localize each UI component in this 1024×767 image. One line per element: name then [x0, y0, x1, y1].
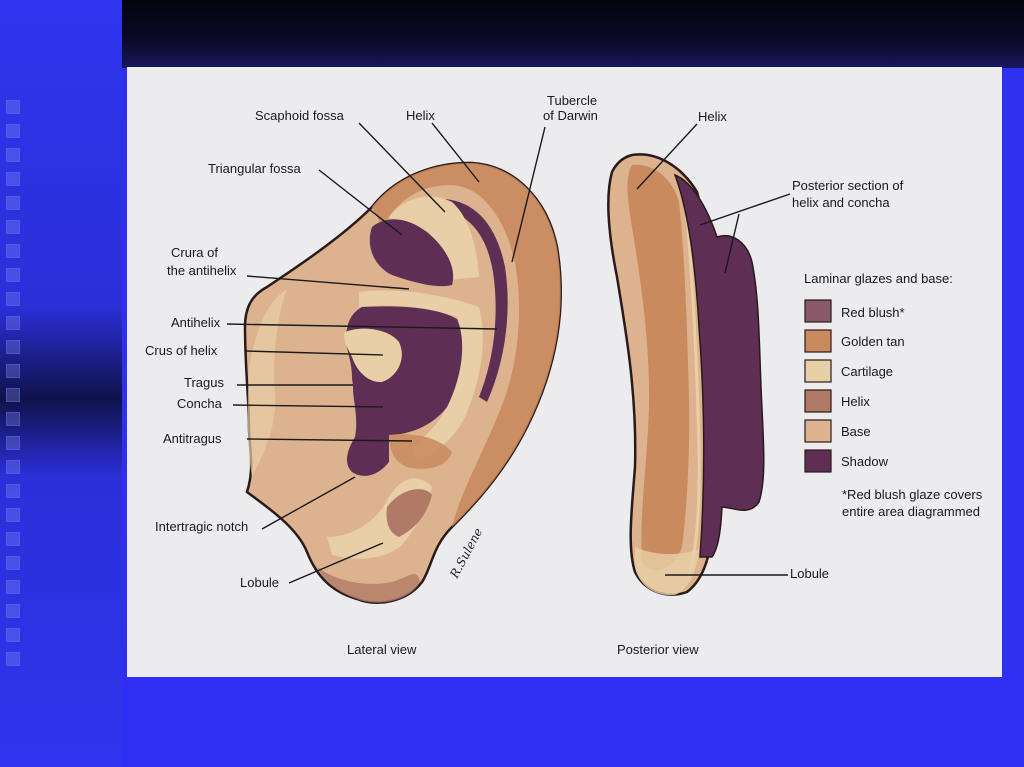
ear-edge-blush — [247, 289, 287, 477]
ear-lobule-blush — [386, 489, 432, 537]
label-tubercle-line2: of Darwin — [543, 108, 598, 123]
ear-triangular-fossa — [369, 219, 454, 287]
legend-note-line1: *Red blush glaze covers — [842, 487, 983, 502]
legend-label-base: Base — [841, 424, 871, 439]
diagram-panel: Scaphoid fossa Helix Tubercle of Darwin … — [127, 67, 1002, 677]
ear-helix-shadow — [445, 199, 508, 402]
posterior-ear — [607, 153, 765, 596]
label-lobule: Lobule — [240, 575, 279, 590]
legend-swatch-cartilage — [804, 359, 832, 383]
posterior-lobule — [635, 547, 699, 596]
legend-swatch-golden-tan — [804, 329, 832, 353]
label-lateral-view: Lateral view — [347, 642, 417, 657]
label-crura-line1: Crura of — [171, 245, 218, 260]
label-intertragic-notch: Intertragic notch — [155, 519, 248, 534]
ear-lower-lobule — [317, 567, 420, 603]
label-tubercle-line1: Tubercle — [547, 93, 597, 108]
legend-title: Laminar glazes and base: — [804, 271, 953, 286]
label-triangular-fossa: Triangular fossa — [208, 161, 301, 176]
label-posterior-section-line2: helix and concha — [792, 195, 890, 210]
legend-swatch-helix — [804, 389, 832, 413]
lateral-ear — [243, 161, 562, 604]
label-crus-of-helix: Crus of helix — [145, 343, 218, 358]
label-tragus: Tragus — [184, 375, 224, 390]
ear-tragus — [325, 352, 354, 442]
posterior-cartilage-line — [685, 216, 701, 578]
label-helix: Helix — [406, 108, 435, 123]
legend: Laminar glazes and base: Red blush* Gold… — [804, 271, 983, 519]
artist-signature: R.Sulene — [447, 526, 485, 582]
legend-label-cartilage: Cartilage — [841, 364, 893, 379]
label-posterior-section-line1: Posterior section of — [792, 178, 904, 193]
label-scaphoid-fossa: Scaphoid fossa — [255, 108, 345, 123]
ear-antitragus — [389, 434, 452, 469]
legend-label-shadow: Shadow — [841, 454, 889, 469]
label-antitragus: Antitragus — [163, 431, 222, 446]
legend-note-line2: entire area diagrammed — [842, 504, 980, 519]
legend-swatch-red-blush — [804, 299, 832, 323]
slide-left-bar — [0, 0, 122, 767]
label-antihelix: Antihelix — [171, 315, 221, 330]
slide-top-bar — [122, 0, 1024, 68]
ear-antihelix — [359, 290, 483, 462]
posterior-leaders — [636, 123, 791, 576]
legend-swatch-shadow — [804, 449, 832, 473]
posterior-shadow — [673, 173, 765, 558]
label-concha: Concha — [177, 396, 223, 411]
posterior-golden — [627, 164, 690, 571]
slide-bottom-bar — [122, 678, 1024, 767]
legend-swatch-base — [804, 419, 832, 443]
label-posterior-view: Posterior view — [617, 642, 699, 657]
ear-diagram: Scaphoid fossa Helix Tubercle of Darwin … — [145, 93, 983, 657]
posterior-labels: Helix Posterior section of helix and con… — [617, 109, 904, 657]
legend-label-helix: Helix — [841, 394, 870, 409]
legend-label-red-blush: Red blush* — [841, 305, 905, 320]
legend-label-golden-tan: Golden tan — [841, 334, 905, 349]
lateral-leaders — [226, 122, 546, 584]
label-crura-line2: the antihelix — [167, 263, 237, 278]
label-posterior-helix: Helix — [698, 109, 727, 124]
label-posterior-lobule: Lobule — [790, 566, 829, 581]
